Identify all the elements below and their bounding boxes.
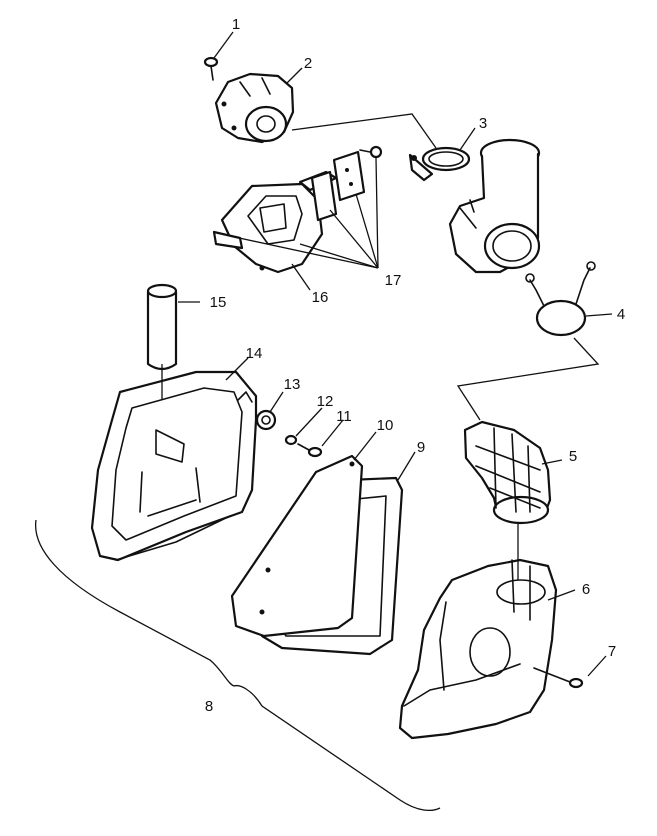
part-4-gasket-ring	[525, 261, 596, 337]
callout-15: 15	[210, 294, 227, 311]
part-15-snorkel-tube	[146, 283, 178, 371]
part-12-washer	[284, 434, 298, 446]
part-2-valve-actuator	[214, 72, 295, 144]
callout-8: 8	[205, 698, 213, 715]
part-16-reed-plate	[212, 182, 324, 274]
callout-4: 4	[617, 306, 625, 323]
intake-elbow	[448, 138, 541, 274]
callout-7: 7	[608, 643, 616, 660]
callout-2: 2	[304, 55, 312, 72]
part-7-screw	[533, 667, 584, 689]
part-3-hose-clamp	[408, 146, 471, 182]
callout-9: 9	[417, 439, 425, 456]
assembly-8-bracket	[35, 519, 441, 812]
part-13-grommet	[255, 409, 277, 431]
callout-labels: 1 2 3 4 5 6 7 8 9 10 11 12 13 14 15 16 1…	[205, 16, 625, 715]
callout-10: 10	[377, 417, 394, 434]
callout-1: 1	[232, 16, 240, 33]
callout-16: 16	[312, 289, 329, 306]
part-1-screw	[203, 56, 219, 81]
callout-17: 17	[385, 272, 402, 289]
callout-6: 6	[582, 581, 590, 598]
part-10-filter-element	[230, 454, 364, 638]
callout-14: 14	[246, 345, 263, 362]
callout-12: 12	[317, 393, 334, 410]
part-11-screw	[297, 443, 323, 458]
part-14-airbox-cover	[90, 370, 258, 562]
callout-11: 11	[336, 408, 352, 425]
part-5-intake-boot	[463, 420, 552, 525]
part-17-reed-petals	[298, 145, 383, 222]
callout-3: 3	[479, 115, 487, 132]
leader-lines	[161, 31, 613, 677]
callout-13: 13	[284, 376, 301, 393]
callout-5: 5	[569, 448, 577, 465]
part-6-lower-housing	[398, 558, 558, 740]
